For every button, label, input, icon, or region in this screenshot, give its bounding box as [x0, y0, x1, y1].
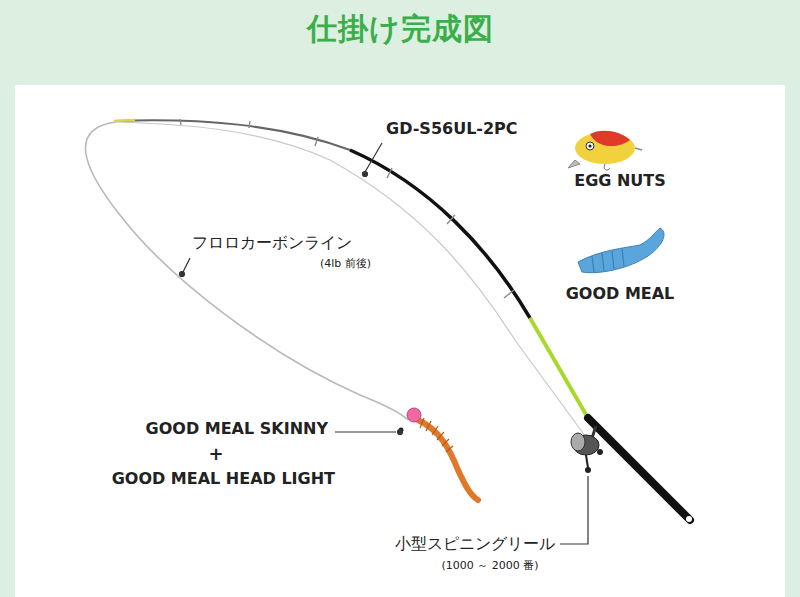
- reel-name: 小型スピニングリール: [395, 535, 555, 553]
- rod-butt: [686, 516, 692, 522]
- fishing-line: [86, 122, 408, 420]
- plus-sign: +: [208, 444, 223, 465]
- lure-name: GOOD MEAL SKINNY: [146, 420, 328, 438]
- white-panel: [15, 85, 785, 597]
- rod-grip: [588, 418, 690, 520]
- good-meal-grub-lure: [578, 228, 664, 273]
- rod-tip: [114, 120, 350, 150]
- rod-name: GD-S56UL-2PC: [386, 120, 518, 138]
- rod-tip-mark: [114, 120, 135, 121]
- rod-green-section: [530, 318, 588, 418]
- lure-name: GOOD MEAL: [566, 285, 675, 303]
- rod-guides: [180, 119, 514, 298]
- line-spec: (4lb 前後): [320, 258, 371, 271]
- egg-nuts-lure: [568, 131, 642, 170]
- skinny-worm-lure: [399, 408, 479, 500]
- spinning-reel: [571, 426, 603, 473]
- lure-name: EGG NUTS: [574, 172, 666, 190]
- lure-name: GOOD MEAL HEAD LIGHT: [112, 470, 335, 488]
- reel-spec: (1000 ～ 2000 番): [441, 560, 538, 573]
- guide-line: [116, 122, 588, 440]
- rod-blank: [350, 150, 530, 318]
- diagram-title: 仕掛け完成図: [307, 12, 494, 47]
- line-name: フロロカーボンライン: [192, 234, 352, 252]
